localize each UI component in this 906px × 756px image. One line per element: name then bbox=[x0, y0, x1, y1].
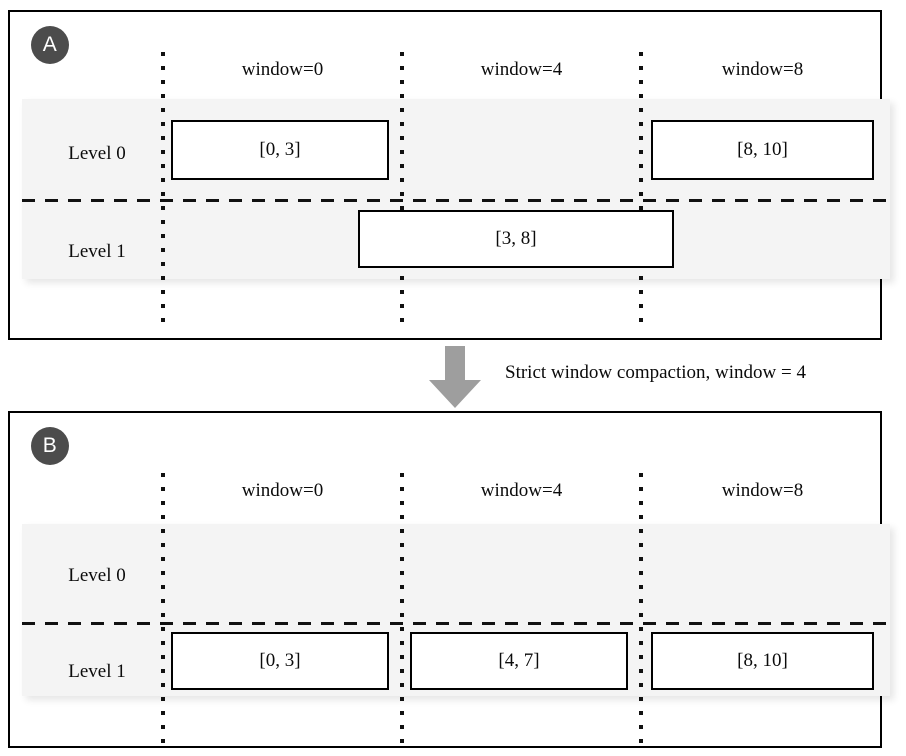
panel-a-window-label-8: window=8 bbox=[721, 59, 804, 80]
down-arrow-icon bbox=[424, 346, 486, 408]
panel-a-window-divider-4 bbox=[400, 52, 404, 330]
panel-a-interval-box: [8, 10] bbox=[651, 120, 874, 180]
panel-b-interval-box: [8, 10] bbox=[651, 632, 874, 690]
panel-b-level-label-0: Level 0 bbox=[68, 565, 126, 586]
panel-b-window-label-8: window=8 bbox=[721, 480, 804, 501]
panel-a: A window=0 window=4 window=8 Level 0 Lev… bbox=[8, 10, 890, 340]
panel-a-window-label-4: window=4 bbox=[480, 59, 563, 80]
panel-a-window-divider-8 bbox=[639, 52, 643, 330]
transition-caption: Strict window compaction, window = 4 bbox=[505, 362, 806, 383]
panel-b-badge: B bbox=[31, 427, 69, 465]
panel-a-level-label-1: Level 1 bbox=[68, 241, 126, 262]
panel-a-window-divider-0 bbox=[161, 52, 165, 330]
panel-b-window-divider-4 bbox=[400, 473, 404, 747]
panel-b-window-label-0: window=0 bbox=[241, 480, 324, 501]
panel-b-window-divider-8 bbox=[639, 473, 643, 747]
panel-b-interval-box: [0, 3] bbox=[171, 632, 389, 690]
panel-b-window-label-4: window=4 bbox=[480, 480, 563, 501]
panel-a-interval-box: [3, 8] bbox=[358, 210, 674, 268]
panel-a-level-divider bbox=[22, 199, 890, 202]
panel-a-badge: A bbox=[31, 26, 69, 64]
panel-b-level-divider bbox=[22, 622, 890, 625]
panel-b-level-label-1: Level 1 bbox=[68, 661, 126, 682]
panel-a-interval-box: [0, 3] bbox=[171, 120, 389, 180]
panel-a-window-label-0: window=0 bbox=[241, 59, 324, 80]
panel-b-window-divider-0 bbox=[161, 473, 165, 747]
panel-b: B window=0 window=4 window=8 Level 0 Lev… bbox=[8, 411, 890, 748]
panel-b-interval-box: [4, 7] bbox=[410, 632, 628, 690]
panel-a-level-label-0: Level 0 bbox=[68, 143, 126, 164]
